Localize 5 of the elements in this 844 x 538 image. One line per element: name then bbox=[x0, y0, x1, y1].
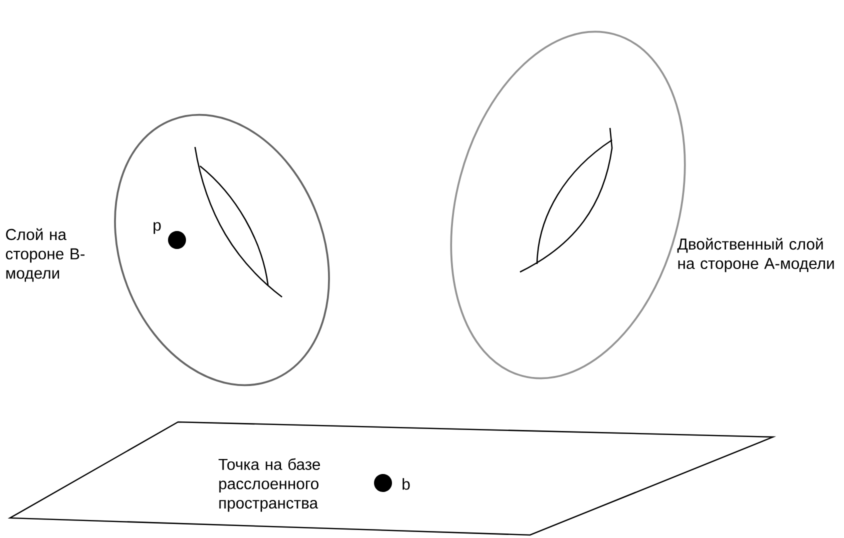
point-label: b bbox=[402, 478, 410, 490]
layer-label: Двойственный слой на стороне A-модели bbox=[677, 238, 834, 272]
torus-drawing bbox=[114, 114, 330, 386]
point-label: p bbox=[154, 222, 161, 234]
layer-label: Слой на стороне B-модели bbox=[6, 228, 84, 282]
